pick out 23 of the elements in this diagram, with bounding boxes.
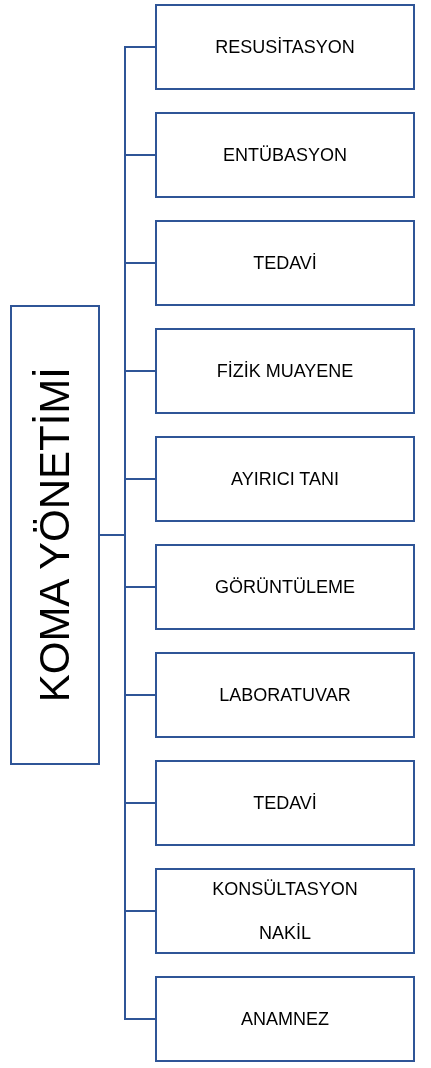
item-box [155,976,415,1062]
item-box [155,760,415,846]
item-box [155,868,415,954]
item-box [155,544,415,630]
item-label: AYIRICI TANI [231,468,339,491]
root-box [10,305,100,765]
root-title: KOMA YÖNETİMİ [31,367,79,703]
item-box [155,436,415,522]
item-label: LABORATUVAR [219,684,351,707]
item-label: ANAMNEZ [241,1008,329,1031]
item-box [155,112,415,198]
item-label: ENTÜBASYON [223,144,347,167]
item-box [155,328,415,414]
item-label: GÖRÜNTÜLEME [215,576,355,599]
item-box [155,4,415,90]
item-label: NAKİL [259,922,311,945]
item-label: RESUSİTASYON [215,36,355,59]
item-label: KONSÜLTASYON [212,878,358,901]
item-label: TEDAVİ [253,252,317,275]
item-box [155,652,415,738]
item-box [155,220,415,306]
item-label: FİZİK MUAYENE [216,360,354,383]
item-label: TEDAVİ [253,792,317,815]
